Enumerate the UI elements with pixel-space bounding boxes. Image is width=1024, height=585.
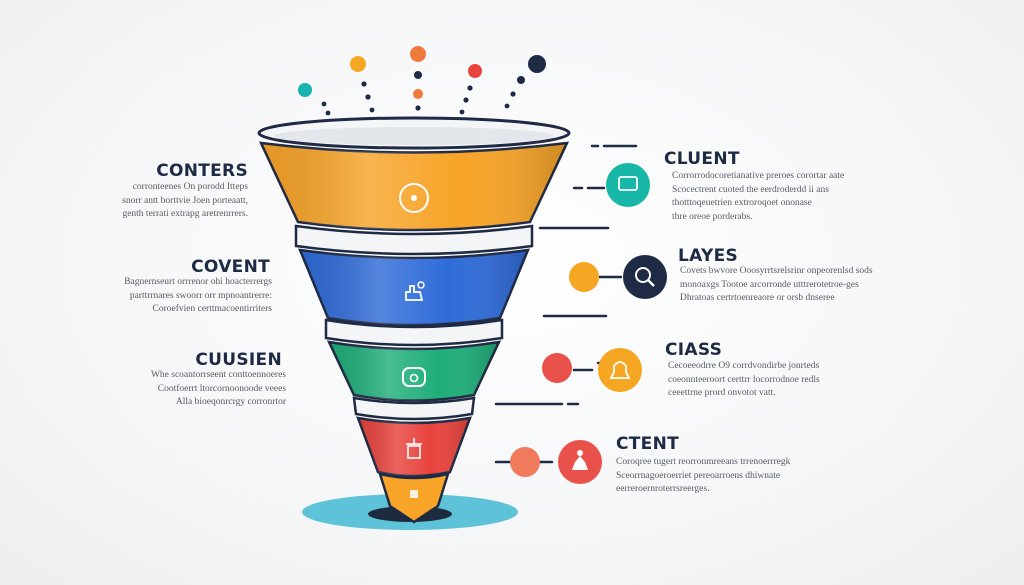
falling-dot (350, 56, 366, 72)
connectors (494, 144, 638, 464)
stage-marker-1 (606, 163, 650, 207)
right-stage-desc-4: Coroqree tugert reorronmreeans trrenoerr… (616, 457, 791, 494)
stage-marker-2 (569, 255, 667, 299)
stage-marker-3 (542, 348, 642, 392)
left-stage-title-1: CONTERS (156, 161, 248, 181)
monitor-icon (618, 176, 638, 191)
falling-dot (468, 64, 482, 78)
right-stage-desc-1: Corrorrodocoretianative preroes corortar… (672, 171, 845, 222)
funnel (257, 116, 571, 524)
falling-dots (298, 46, 546, 116)
left-stage-title-2: COVENT (191, 257, 270, 277)
hand-icon (405, 281, 425, 301)
falling-dot (410, 46, 426, 62)
right-stage-desc-2: Covets bwvore Ooosyrrtsrelsrinr onpeoren… (680, 266, 873, 303)
left-stage-title-3: CUUSIEN (195, 350, 282, 370)
person-icon (572, 456, 588, 470)
right-stage-title-1: CLUENT (664, 149, 740, 169)
trophy-icon (406, 438, 422, 459)
right-stage-title-2: LAYES (678, 246, 739, 266)
bell-icon (609, 361, 631, 379)
right-stage-title-4: CTENT (616, 434, 680, 454)
falling-dot (298, 83, 312, 97)
drop-icon (410, 490, 418, 498)
chat-icon (402, 367, 426, 387)
stage-marker-4 (510, 440, 602, 484)
right-stage-title-3: CIASS (665, 340, 723, 360)
search-icon (635, 267, 655, 287)
falling-dot (413, 89, 423, 99)
bulb-icon (399, 183, 429, 213)
falling-dot (517, 76, 525, 84)
falling-dot (528, 55, 546, 73)
